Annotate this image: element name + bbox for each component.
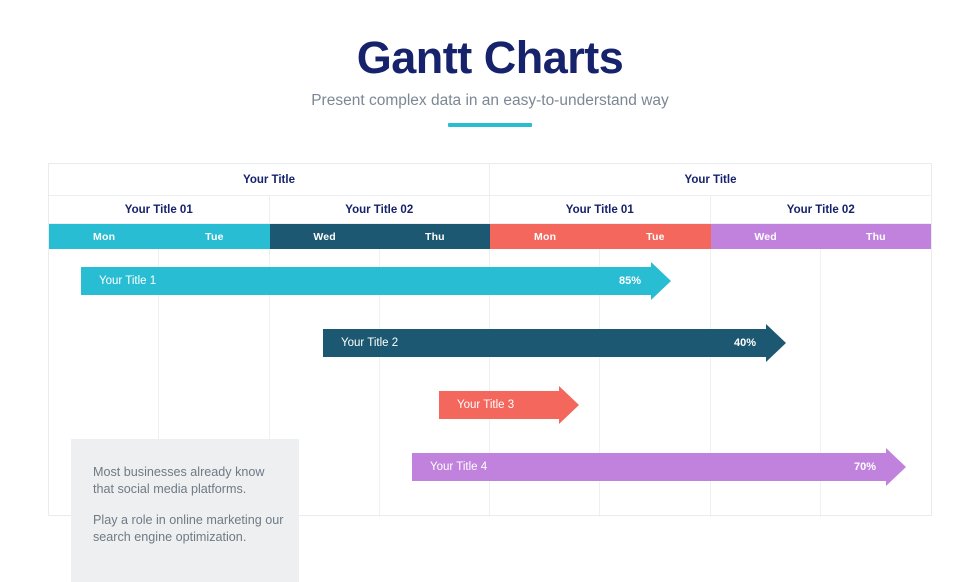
gantt-bar-4-body: Your Title 4 70%: [412, 453, 886, 481]
gantt-bar-2-arrowhead-icon: [766, 324, 786, 362]
page-title: Gantt Charts: [356, 32, 624, 83]
gantt-bar-1-arrowhead-icon: [651, 262, 671, 300]
note-paragraph-1: Most businesses already know that social…: [93, 465, 265, 496]
gantt-bar-1[interactable]: Your Title 1 85%: [81, 262, 671, 300]
group-header-cell-1: Your Title: [49, 164, 490, 195]
sub-header-cell-4: Your Title 02: [786, 203, 855, 216]
gantt-bar-2-body: Your Title 2 40%: [323, 329, 766, 357]
group-header-cell-2: Your Title: [684, 173, 737, 186]
gantt-chart: Your Title Your Title Your Title 01 Your…: [48, 163, 932, 582]
gantt-bar-3-arrowhead-icon: [559, 386, 579, 424]
gantt-bar-4-arrowhead-icon: [886, 448, 906, 486]
day-header-wed-1: Wed: [269, 224, 380, 249]
note-paragraph-2: Play a role in online marketing our sear…: [93, 513, 284, 544]
gantt-bar-1-body: Your Title 1 85%: [81, 267, 651, 295]
sub-header-cell-3: Your Title 01: [490, 196, 711, 223]
day-header-thu-1: Thu: [379, 224, 490, 249]
day-header-tue-2: Tue: [600, 224, 711, 249]
gantt-bar-1-percent: 85%: [618, 275, 641, 287]
gantt-bar-4[interactable]: Your Title 4 70%: [412, 448, 906, 486]
note-text: Most businesses already know that social…: [93, 464, 288, 545]
gantt-bar-3-label: Your Title 3: [457, 399, 515, 411]
page-subtitle: Present complex data in an easy-to-under…: [311, 92, 669, 110]
slide-canvas: Gantt Charts Present complex data in an …: [0, 32, 980, 582]
day-header-wed-2: Wed: [710, 224, 821, 249]
gantt-bar-4-label: Your Title 4: [430, 461, 488, 473]
gantt-plot-area: Most businesses already know that social…: [49, 249, 931, 582]
day-header-mon-1: Mon: [49, 224, 160, 249]
gantt-bar-3-body: Your Title 3: [439, 391, 559, 419]
gantt-bar-4-percent: 70%: [853, 461, 876, 473]
day-header-tue-1: Tue: [159, 224, 270, 249]
gantt-bar-3[interactable]: Your Title 3: [439, 386, 579, 424]
gantt-sub-header-row: Your Title 01 Your Title 02 Your Title 0…: [49, 196, 931, 224]
title-accent-rule: [448, 123, 532, 128]
sub-header-cell-2: Your Title 02: [270, 196, 490, 223]
gantt-group-header-row: Your Title Your Title: [49, 164, 931, 196]
gantt-bar-2-percent: 40%: [733, 337, 756, 349]
day-header-mon-2: Mon: [490, 224, 601, 249]
title-block: Gantt Charts Present complex data in an …: [0, 32, 980, 128]
day-header-thu-2: Thu: [820, 224, 931, 249]
gantt-bar-2-label: Your Title 2: [341, 337, 399, 349]
gantt-bar-2[interactable]: Your Title 2 40%: [323, 324, 786, 362]
gantt-day-header-row: Mon Tue Wed Thu Mon Tue Wed Thu: [49, 224, 931, 249]
gantt-bar-1-label: Your Title 1: [99, 275, 157, 287]
sub-header-cell-1: Your Title 01: [49, 196, 270, 223]
